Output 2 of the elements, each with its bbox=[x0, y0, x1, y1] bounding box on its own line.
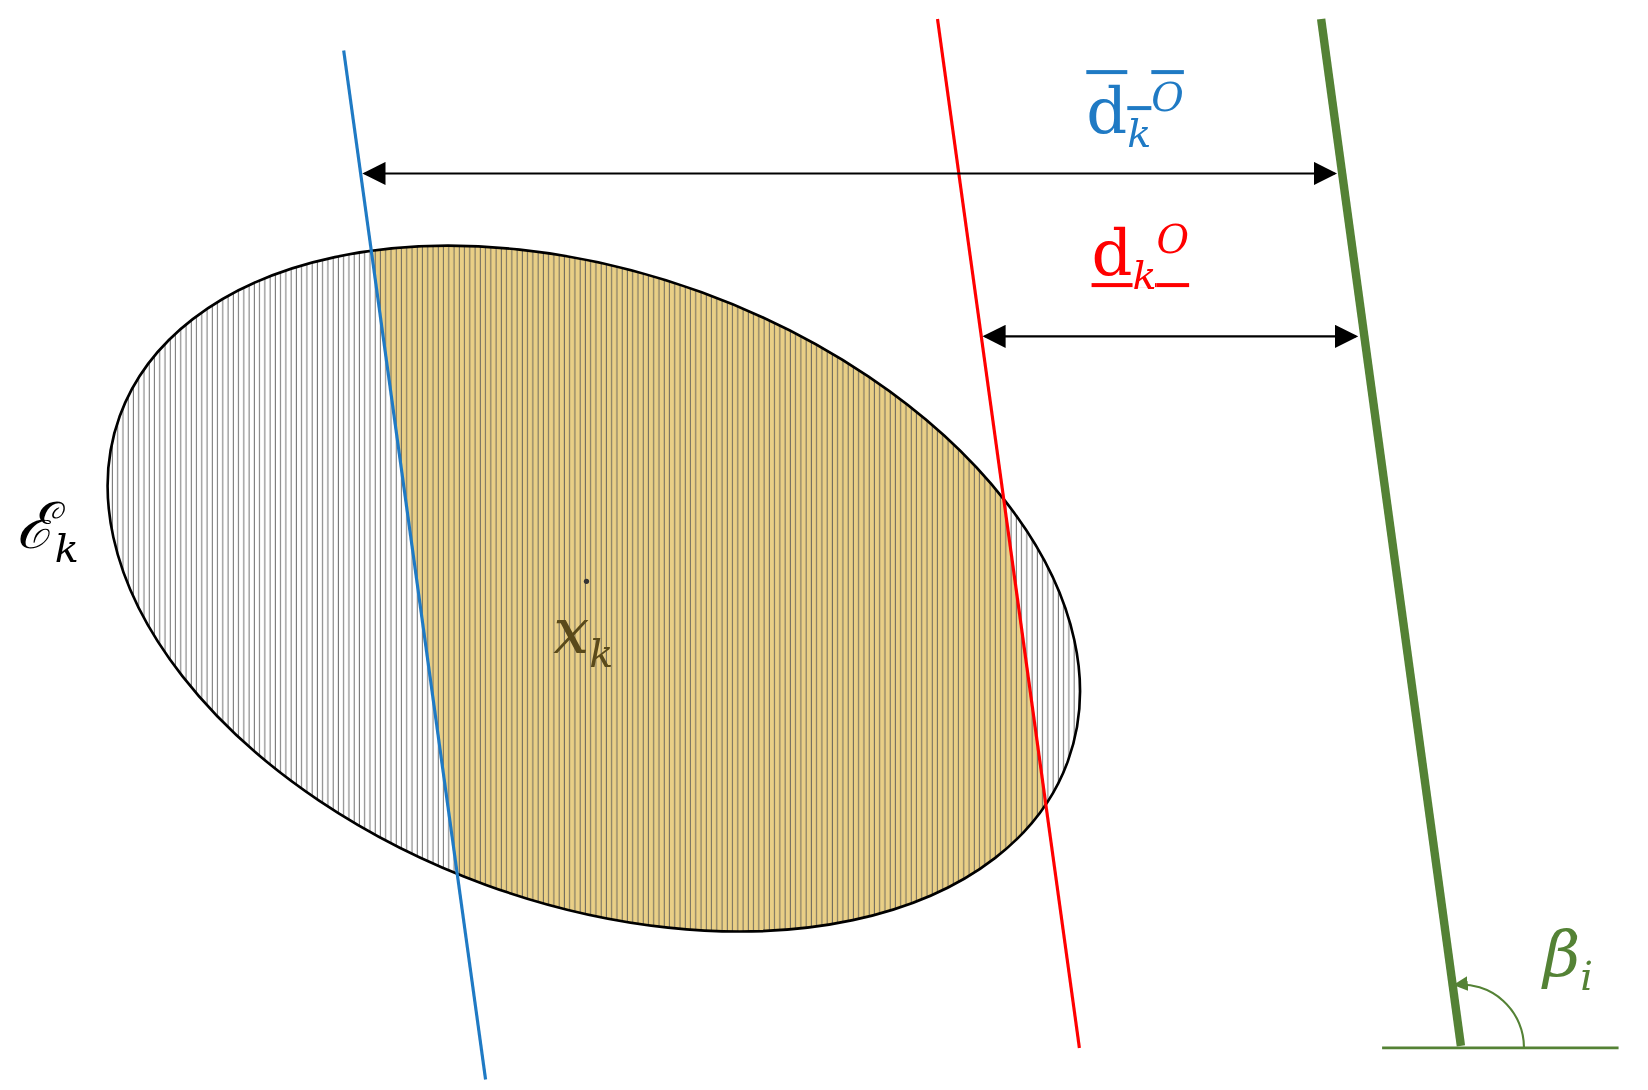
math-label: ℰ$_{k}$ bbox=[15, 493, 79, 568]
math-label: β$_{i}$ bbox=[1543, 921, 1593, 996]
